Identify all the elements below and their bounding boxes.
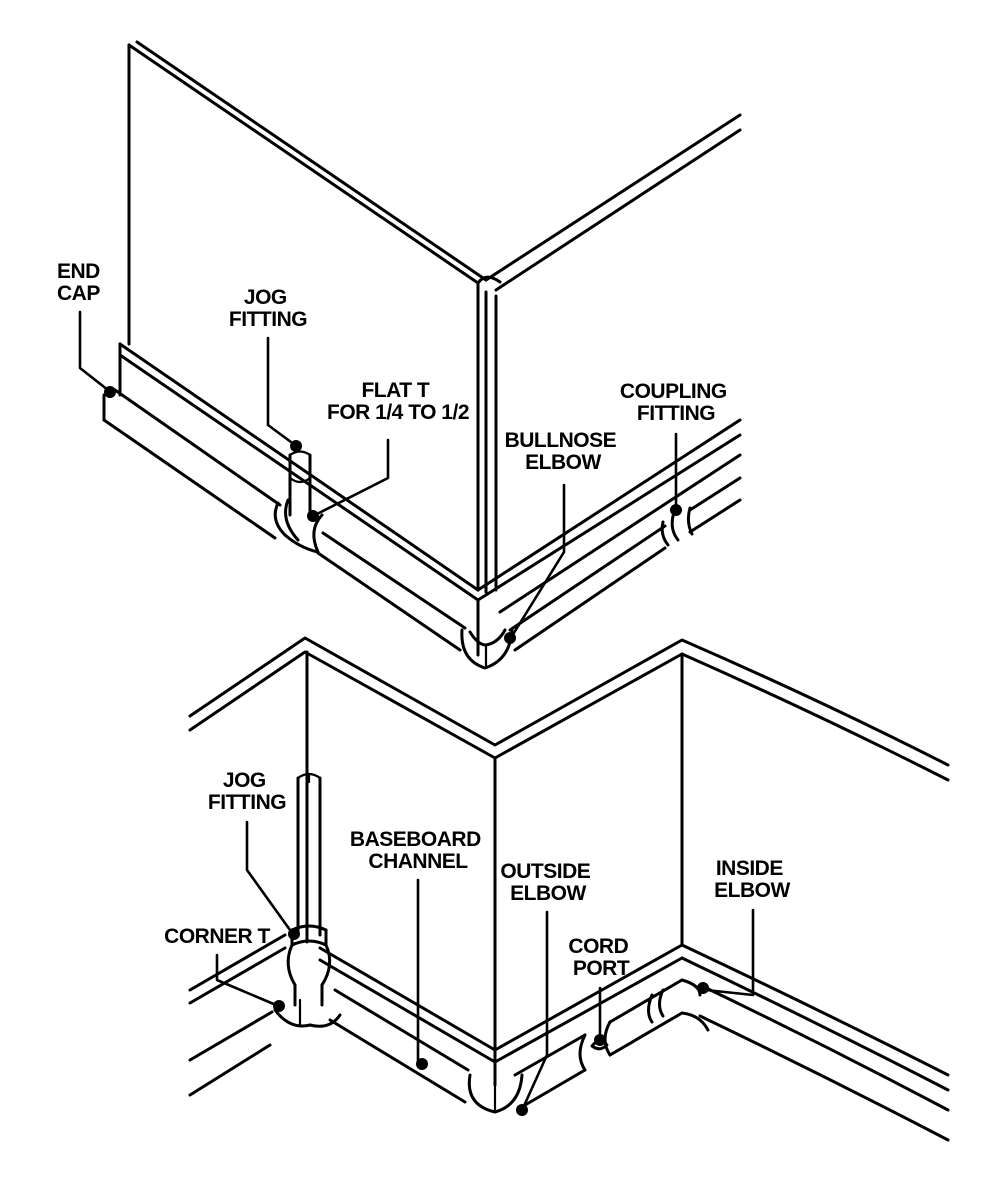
callout-jog-fitting-top bbox=[266, 336, 302, 452]
label-jog-fitting-top: JOG FITTING bbox=[229, 286, 307, 331]
callout-dot bbox=[288, 928, 300, 940]
top-baseboard-right bbox=[476, 418, 742, 657]
bottom-corner-t bbox=[273, 943, 342, 1028]
callout-dot bbox=[504, 632, 516, 644]
callout-jog-fitting-bottom bbox=[245, 820, 300, 940]
bottom-inside-elbow bbox=[680, 978, 710, 1032]
bottom-vertical-channel bbox=[290, 772, 328, 947]
callout-cord-port bbox=[594, 986, 606, 1046]
top-baseboard-left bbox=[102, 342, 480, 652]
callout-dot bbox=[416, 1058, 428, 1070]
label-end-cap: END CAP bbox=[57, 260, 105, 305]
bottom-outside-elbow bbox=[467, 1073, 524, 1114]
bottom-wall-outline bbox=[188, 636, 950, 1087]
callout-bullnose-elbow bbox=[504, 483, 566, 644]
label-bullnose-elbow: BULLNOSE ELBOW bbox=[505, 429, 622, 474]
label-corner-t: CORNER T bbox=[164, 925, 270, 948]
callout-baseboard-channel bbox=[416, 878, 428, 1070]
top-wall-corner bbox=[127, 40, 742, 594]
callout-dot bbox=[307, 510, 319, 522]
label-flat-t: FLAT T FOR 1/4 TO 1/2 bbox=[327, 379, 469, 424]
top-coupling-fitting bbox=[660, 506, 694, 547]
bottom-baseboard bbox=[188, 933, 950, 1142]
callout-dot bbox=[273, 1000, 285, 1012]
callout-dot bbox=[516, 1104, 528, 1116]
callout-corner-t bbox=[215, 953, 285, 1012]
callout-dot bbox=[594, 1034, 606, 1046]
label-baseboard-channel: BASEBOARD CHANNEL bbox=[350, 828, 486, 873]
label-coupling-fitting: COUPLING FITTING bbox=[620, 380, 732, 425]
callout-dot bbox=[104, 386, 116, 398]
callout-dot bbox=[670, 504, 682, 516]
top-bullnose-elbow bbox=[460, 628, 514, 670]
callout-dot bbox=[697, 982, 709, 994]
callout-end-cap bbox=[78, 310, 116, 398]
top-flat-t-fitting bbox=[273, 450, 324, 554]
callout-inside-elbow bbox=[697, 908, 755, 997]
label-inside-elbow: INSIDE ELBOW bbox=[714, 857, 790, 902]
callout-outside-elbow bbox=[516, 910, 549, 1116]
callout-coupling-fitting bbox=[670, 432, 682, 516]
label-outside-elbow: OUTSIDE ELBOW bbox=[500, 860, 595, 905]
label-jog-fitting-bottom: JOG FITTING bbox=[208, 769, 286, 814]
callout-dot bbox=[290, 440, 302, 452]
label-cord-port: CORD PORT bbox=[568, 935, 633, 980]
callout-flat-t bbox=[307, 438, 390, 522]
